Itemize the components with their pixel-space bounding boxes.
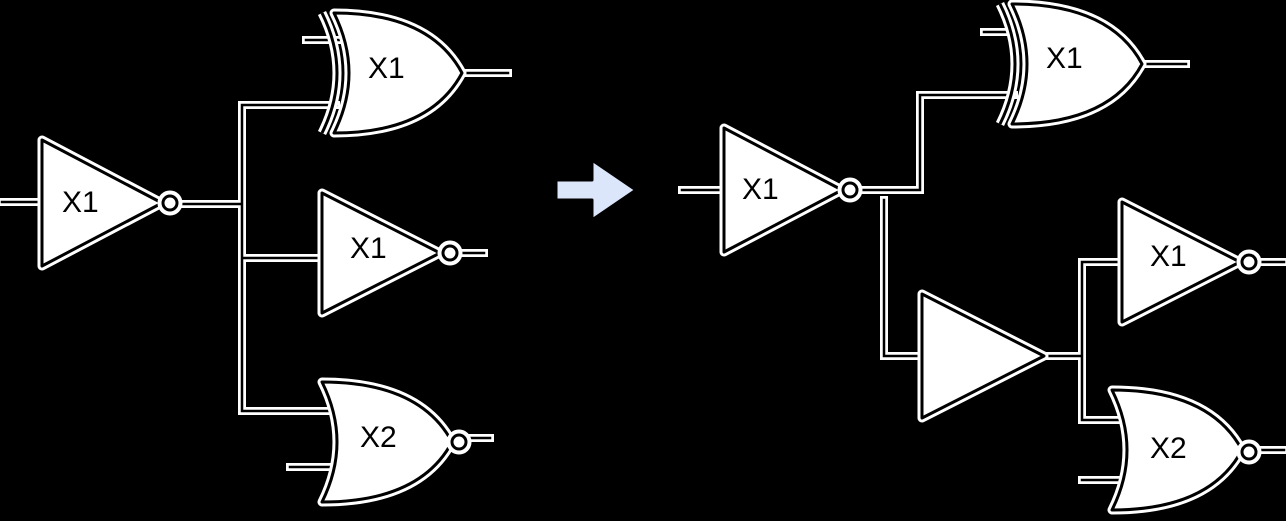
left-inverter-label: X1: [62, 186, 99, 219]
right-buffer-gate: [917, 289, 1049, 423]
left-xor-label: X1: [368, 52, 405, 85]
left-nor-label: X2: [360, 421, 397, 454]
right-middle-inverter-gate: X1: [1117, 197, 1262, 327]
right-wires: [678, 28, 1286, 484]
right-circuit: X1 X1 X1 X2: [678, 0, 1286, 515]
left-nor-bubble: [450, 433, 468, 451]
left-nor-gate: X2: [317, 377, 472, 507]
left-xor-gate: X1: [317, 8, 467, 138]
left-middle-inverter-label: X1: [350, 232, 387, 265]
right-xor-label: X1: [1046, 42, 1083, 75]
transform-arrow-icon: [554, 158, 638, 222]
right-xor-gate: X1: [995, 0, 1147, 129]
right-nor-label: X2: [1150, 432, 1187, 465]
right-nor-bubble: [1240, 443, 1258, 461]
right-inverter-bubble: [841, 181, 859, 199]
left-wires: [0, 36, 512, 471]
right-inverter-gate: X1: [719, 123, 863, 257]
right-middle-inverter-bubble: [1240, 253, 1258, 271]
right-middle-inverter-label: X1: [1150, 240, 1187, 273]
left-middle-inverter-gate: X1: [317, 188, 463, 318]
left-inverter-gate: X1: [37, 135, 183, 271]
left-circuit: X1 X1 X1 X2: [0, 8, 512, 507]
right-inverter-label: X1: [742, 173, 779, 206]
right-nor-gate: X2: [1107, 385, 1262, 515]
left-middle-inverter-bubble: [441, 244, 459, 262]
left-inverter-bubble: [161, 194, 179, 212]
